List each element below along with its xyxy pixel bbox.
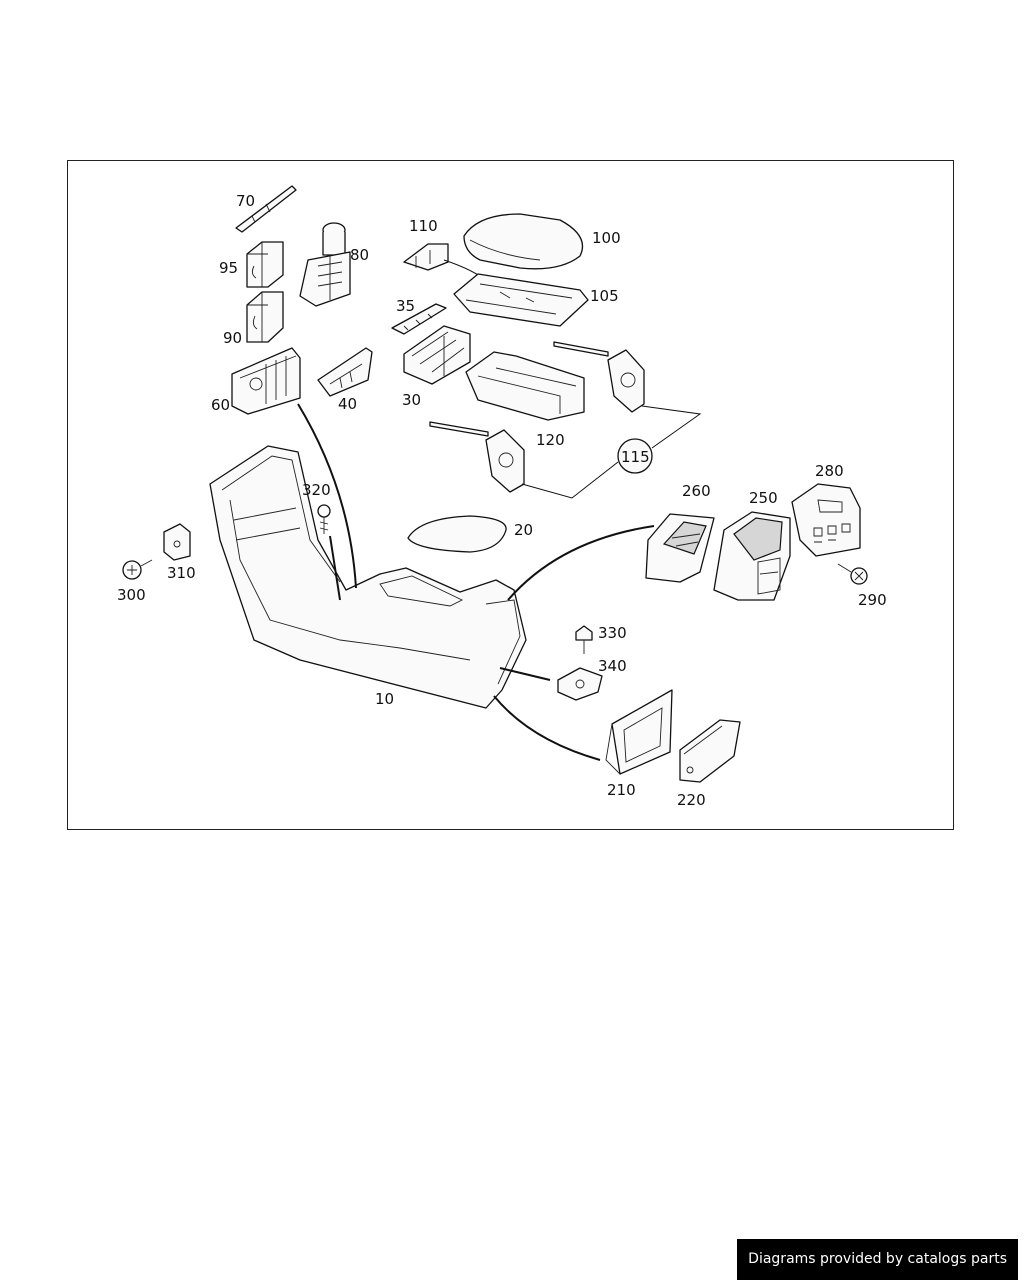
part-120-storage-bin[interactable] [465,351,585,421]
part-60-switch-panel[interactable] [231,347,301,415]
callout-30: 30 [402,391,421,409]
part-70-trim-strip[interactable] [235,185,297,233]
part-340-bracket[interactable] [557,667,603,701]
part-260-vent[interactable] [645,513,715,583]
part-40-bracket[interactable] [317,347,373,397]
callout-35: 35 [396,297,415,315]
callout-280: 280 [815,462,844,480]
part-110-latch[interactable] [403,243,489,283]
callout-250: 250 [749,489,778,507]
part-115-callout-circle [617,438,653,474]
part-210-panel-frame[interactable] [605,689,673,775]
callout-90: 90 [223,329,242,347]
callout-80: 80 [350,246,369,264]
callout-120: 120 [536,431,565,449]
part-310-clip[interactable] [163,523,191,561]
callout-300: 300 [117,586,146,604]
part-330-bolt[interactable] [575,625,593,654]
callout-290: 290 [858,591,887,609]
callout-105: 105 [590,287,619,305]
part-115-hinge-upper[interactable] [553,341,645,413]
callout-70: 70 [236,192,255,210]
part-95-cover[interactable] [246,241,284,288]
callout-100: 100 [592,229,621,247]
callout-20: 20 [514,521,533,539]
callout-115: 115 [621,448,650,466]
callout-40: 40 [338,395,357,413]
part-290-screw[interactable] [837,563,868,585]
callout-95: 95 [219,259,238,277]
callout-labels: 70 80 95 90 60 40 110 100 105 35 30 120 … [117,192,887,809]
part-105-armrest-base[interactable] [453,273,589,327]
part-115-hinge-lower[interactable] [429,421,525,493]
part-300-screw[interactable] [122,559,153,580]
callout-210: 210 [607,781,636,799]
callout-110: 110 [409,217,438,235]
part-250-vent-assembly[interactable] [713,511,791,601]
part-30-switch-module[interactable] [403,325,471,385]
callout-260: 260 [682,482,711,500]
callout-330: 330 [598,624,627,642]
part-280-bezel[interactable] [791,483,861,557]
part-100-armrest-cover[interactable] [463,213,584,270]
callout-10: 10 [375,690,394,708]
callout-60: 60 [211,396,230,414]
callout-320: 320 [302,481,331,499]
assembly-arrows [297,403,655,761]
part-80-bracket[interactable] [299,222,351,307]
part-220-cover[interactable] [679,719,741,783]
part-320-screw[interactable] [317,504,331,534]
footer-credit-badge: Diagrams provided by catalogs parts [737,1239,1018,1280]
callout-310: 310 [167,564,196,582]
part-115-leader [521,405,702,499]
part-90-cover[interactable] [246,291,284,343]
callout-340: 340 [598,657,627,675]
part-35-switch-strip[interactable] [391,303,447,335]
callout-220: 220 [677,791,706,809]
part-20-armrest-pad[interactable] [407,515,507,553]
part-10-center-console[interactable] [209,445,527,709]
